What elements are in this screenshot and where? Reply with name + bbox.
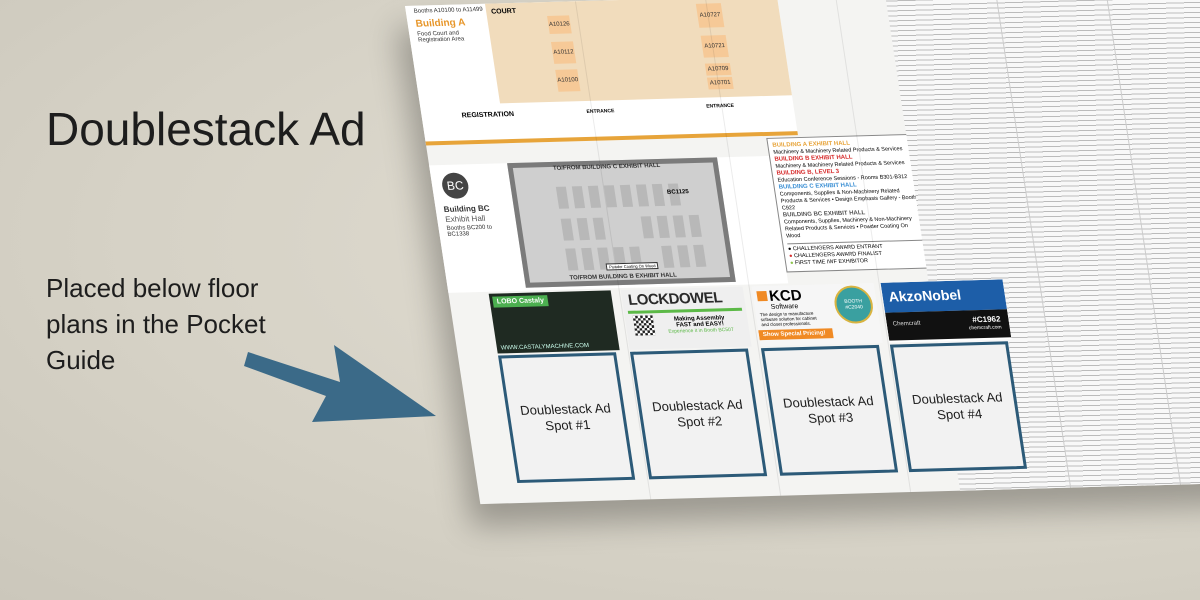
building-a-floor-plan: A10126 A10727 A10112 A10721 A10709 A1010… — [405, 0, 798, 146]
building-a-title: Building A — [414, 17, 467, 30]
ad-spot-4[interactable]: Doublestack Ad Spot #4 — [889, 341, 1028, 473]
booth: A10112 — [550, 41, 577, 64]
qr-code-icon — [632, 315, 656, 336]
map-label-top: TO/FROM BUILDING C EXHIBIT HALL — [552, 162, 661, 172]
booth: A10100 — [555, 69, 581, 92]
map-label-bottom: TO/FROM BUILDING B EXHIBIT HALL — [569, 272, 678, 282]
booth: A10709 — [704, 62, 732, 76]
booth: A10727 — [695, 3, 725, 28]
court-label: COURT — [490, 7, 517, 16]
special-pricing-button: Show Special Pricing! — [758, 328, 834, 341]
arrow-right-icon — [244, 345, 436, 422]
booth: A10701 — [706, 76, 734, 90]
booth: A10126 — [547, 15, 572, 34]
registration-label: REGISTRATION — [461, 111, 515, 120]
building-a-booths: Booths A10100 to A11499 — [413, 6, 484, 15]
booth: BC1125 — [666, 189, 690, 196]
headline: Doublestack Ad — [46, 103, 366, 155]
ad-akzonobel: AkzoNobel Chemcraft #C1962 chemcraft.com — [880, 279, 1012, 343]
pocket-guide: A10126 A10727 A10112 A10721 A10709 A1010… — [405, 0, 1200, 505]
ad-kcd-software: KCD Software The design to manufacture s… — [751, 283, 883, 347]
building-a-map: A10126 A10727 A10112 A10721 A10709 A1010… — [484, 0, 792, 104]
bc-booths: Booths BC200 to BC1338 — [446, 224, 493, 238]
ad-spot-2[interactable]: Doublestack Ad Spot #2 — [629, 348, 768, 480]
feature-label: Powder Coating On Wood — [605, 262, 660, 271]
bc-badge: BC — [440, 172, 471, 199]
booth: A10721 — [700, 35, 729, 58]
bc-title: Building BC — [443, 203, 491, 214]
ad-spot-1[interactable]: Doublestack Ad Spot #1 — [498, 352, 636, 484]
ad-spot-3[interactable]: Doublestack Ad Spot #3 — [760, 344, 899, 476]
ad-lobo-castaly: LOBO Castaly WWW.CASTALYMACHINE.COM — [488, 290, 620, 354]
building-a-subtitle: Food Court and Registration Area — [416, 30, 465, 44]
bc-subtitle: Exhibit Hall — [444, 213, 486, 224]
ad-lockdowel: LOCKDOWEL Making Assembly FAST and EASY!… — [620, 286, 752, 350]
subtext: Placed below floor plans in the Pocket G… — [46, 273, 266, 375]
bc-map: TO/FROM BUILDING C EXHIBIT HALL BC1125 P… — [507, 157, 736, 288]
